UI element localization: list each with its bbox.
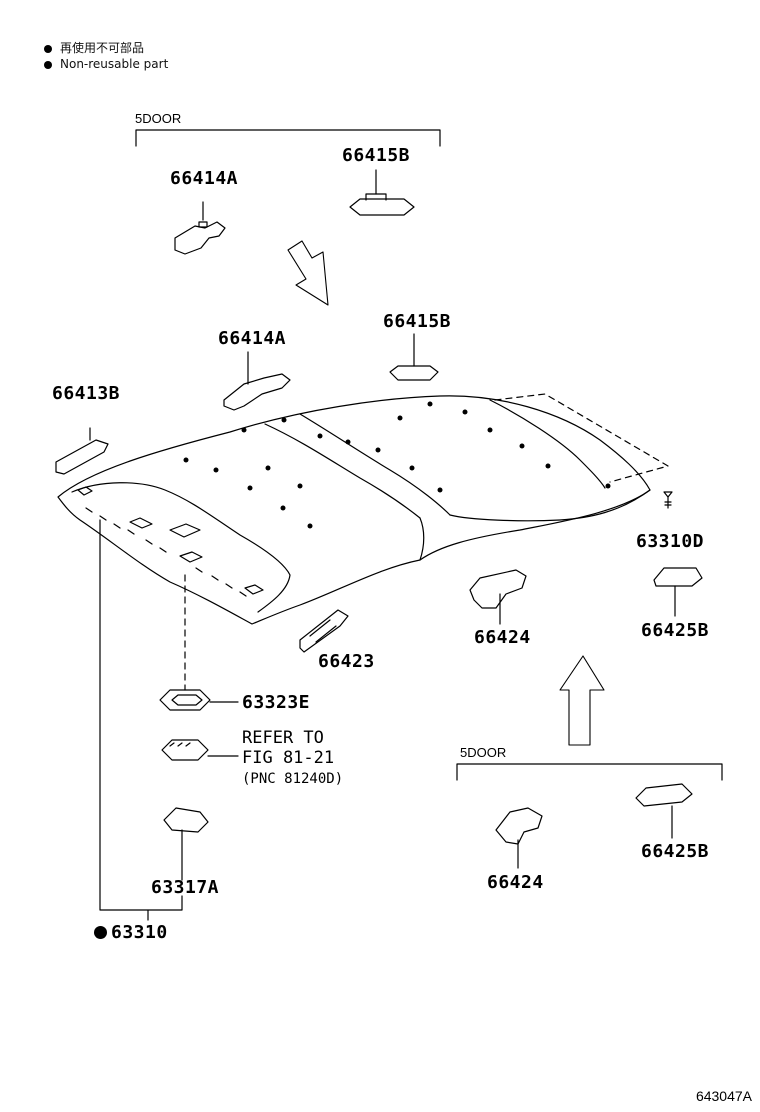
part-66424 xyxy=(469,569,527,625)
refer-note-line3: (PNC 81240D) xyxy=(242,771,344,787)
install-arrow-up xyxy=(559,655,605,746)
part-label-66425B-bottom[interactable]: 66425B xyxy=(641,841,710,862)
part-63317A xyxy=(163,807,209,881)
part-66414A xyxy=(223,351,291,411)
dashed-leader-rear xyxy=(494,393,669,483)
part-label-66425B[interactable]: 66425B xyxy=(641,620,710,641)
part-63310D-clip xyxy=(663,491,673,509)
part-label-63323E[interactable]: 63323E xyxy=(242,692,311,713)
callout-63310 xyxy=(99,519,183,921)
roof-headliner xyxy=(57,395,651,625)
non-reusable-dot-icon xyxy=(44,60,52,69)
part-label-63317A[interactable]: 63317A xyxy=(151,877,220,898)
legend-non-reusable-en: Non-reusable part xyxy=(44,57,168,71)
non-reusable-dot-icon xyxy=(44,44,52,53)
refer-note-line2[interactable]: FIG 81-21 xyxy=(242,748,335,768)
part-66423 xyxy=(299,609,349,653)
part-66424-bottom xyxy=(495,807,543,869)
part-66414A-top xyxy=(174,201,226,255)
part-66425B xyxy=(653,567,703,617)
part-label-66414A-top[interactable]: 66414A xyxy=(170,168,239,189)
group-bracket-bottom xyxy=(456,763,723,781)
refer-note-line1: REFER TO xyxy=(242,728,324,748)
part-label-66415B-top[interactable]: 66415B xyxy=(342,145,411,166)
part-label-66424-bottom[interactable]: 66424 xyxy=(487,872,544,893)
install-arrow-down xyxy=(287,240,329,306)
group-bracket-top xyxy=(135,129,441,147)
figure-id: 643047A xyxy=(695,1088,752,1104)
part-label-63310D[interactable]: 63310D xyxy=(636,531,705,552)
part-label-66423[interactable]: 66423 xyxy=(318,651,375,672)
legend-non-reusable-ja: 再使用不可部品 xyxy=(44,39,144,56)
group-label-top: 5DOOR xyxy=(135,111,182,126)
part-63323E xyxy=(159,689,239,711)
part-66413B xyxy=(55,427,109,475)
part-label-66415B[interactable]: 66415B xyxy=(383,311,452,332)
part-label-63310[interactable]: 63310 xyxy=(94,922,168,943)
part-label-66424[interactable]: 66424 xyxy=(474,627,531,648)
part-66415B-top xyxy=(349,169,415,216)
part-label-66414A[interactable]: 66414A xyxy=(218,328,287,349)
part-66425B-bottom xyxy=(635,783,693,839)
part-lamp-assy xyxy=(161,739,239,761)
part-label-66413B[interactable]: 66413B xyxy=(52,383,121,404)
non-reusable-dot-icon xyxy=(94,926,107,939)
group-label-bottom: 5DOOR xyxy=(460,745,507,760)
part-66415B xyxy=(389,333,439,381)
